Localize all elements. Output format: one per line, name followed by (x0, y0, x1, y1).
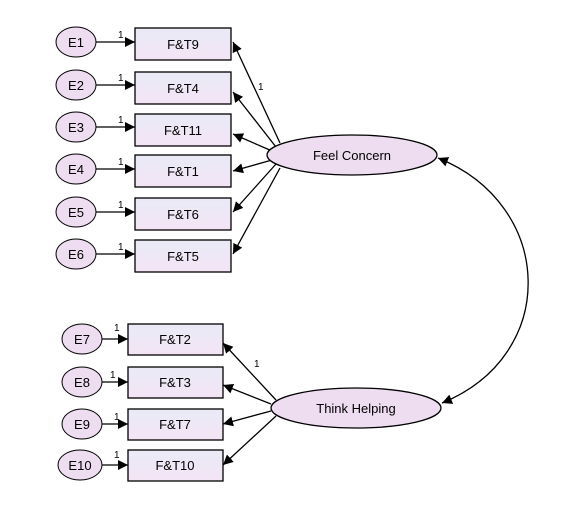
weight-label: 1 (114, 412, 120, 423)
loading-arrow (222, 342, 277, 401)
observed-node: F&T5 (134, 239, 232, 273)
error-label: E6 (68, 247, 84, 262)
error-node: E2 (55, 69, 97, 101)
loading-arrow (232, 41, 281, 144)
weight-label: 1 (118, 115, 124, 126)
feel-concern-block: E1 E2 E3 E4 E5 E6 F&T9 F&T4 F&T11 F&T1 F… (55, 26, 438, 273)
error-label: E5 (68, 205, 84, 220)
observed-label: F&T6 (167, 207, 199, 222)
weight-label: 1 (110, 370, 116, 381)
think-helping-block: E7 E8 E9 E10 F&T2 F&T3 F&T7 F&T10 1 1 1 … (57, 323, 442, 482)
weight-label: 1 (114, 323, 120, 334)
observed-node: F&T7 (127, 408, 224, 441)
loading-arrow (222, 384, 272, 405)
weight-label: 1 (258, 82, 264, 93)
observed-node: F&T6 (134, 197, 232, 231)
observed-label: F&T5 (167, 249, 199, 264)
error-node: E8 (61, 366, 103, 398)
error-label: E3 (68, 120, 84, 135)
covariance-arrow (437, 157, 529, 404)
error-label: E9 (74, 417, 90, 432)
error-node: E7 (61, 323, 103, 355)
observed-node: F&T10 (127, 449, 224, 482)
observed-node: F&T3 (127, 366, 224, 399)
error-label: E8 (74, 375, 90, 390)
observed-label: F&T1 (167, 164, 199, 179)
observed-node: F&T4 (134, 71, 232, 105)
error-node: E3 (55, 111, 97, 143)
observed-label: F&T10 (155, 458, 194, 473)
weight-label: 1 (118, 157, 124, 168)
observed-node: F&T2 (127, 323, 224, 356)
loading-arrow (222, 410, 272, 427)
loading-arrow (232, 159, 273, 174)
weight-label: 1 (118, 73, 124, 84)
weight-label: 1 (114, 450, 120, 461)
observed-node: F&T1 (134, 154, 232, 188)
loading-arrow (222, 415, 277, 466)
weight-label: 1 (254, 359, 260, 370)
weight-label: 1 (118, 242, 124, 253)
error-label: E4 (68, 162, 84, 177)
weight-label: 1 (118, 200, 124, 211)
latent-label: Think Helping (316, 401, 396, 416)
latent-node: Feel Concern (266, 134, 438, 176)
error-node: E10 (57, 449, 103, 481)
observed-label: F&T11 (164, 123, 202, 138)
observed-label: F&T2 (159, 332, 191, 347)
observed-label: F&T3 (159, 375, 191, 390)
loading-arrow (232, 133, 273, 152)
error-label: E7 (74, 332, 90, 347)
error-node: E5 (55, 196, 97, 228)
loading-arrow (232, 163, 277, 213)
error-node: E1 (55, 26, 97, 58)
error-label: E1 (68, 35, 84, 50)
loading-arrow (232, 167, 281, 255)
observed-node: F&T11 (134, 113, 232, 147)
loading-arrow (232, 91, 277, 148)
latent-node: Think Helping (270, 387, 442, 429)
observed-label: F&T4 (167, 81, 199, 96)
error-node: E9 (61, 408, 103, 440)
latent-label: Feel Concern (313, 148, 391, 163)
weight-label: 1 (118, 30, 124, 41)
observed-node: F&T9 (134, 27, 232, 61)
error-label: E2 (68, 78, 84, 93)
observed-label: F&T9 (167, 37, 199, 52)
error-node: E4 (55, 153, 97, 185)
error-node: E6 (55, 238, 97, 270)
observed-label: F&T7 (159, 417, 191, 432)
error-label: E10 (68, 458, 91, 473)
